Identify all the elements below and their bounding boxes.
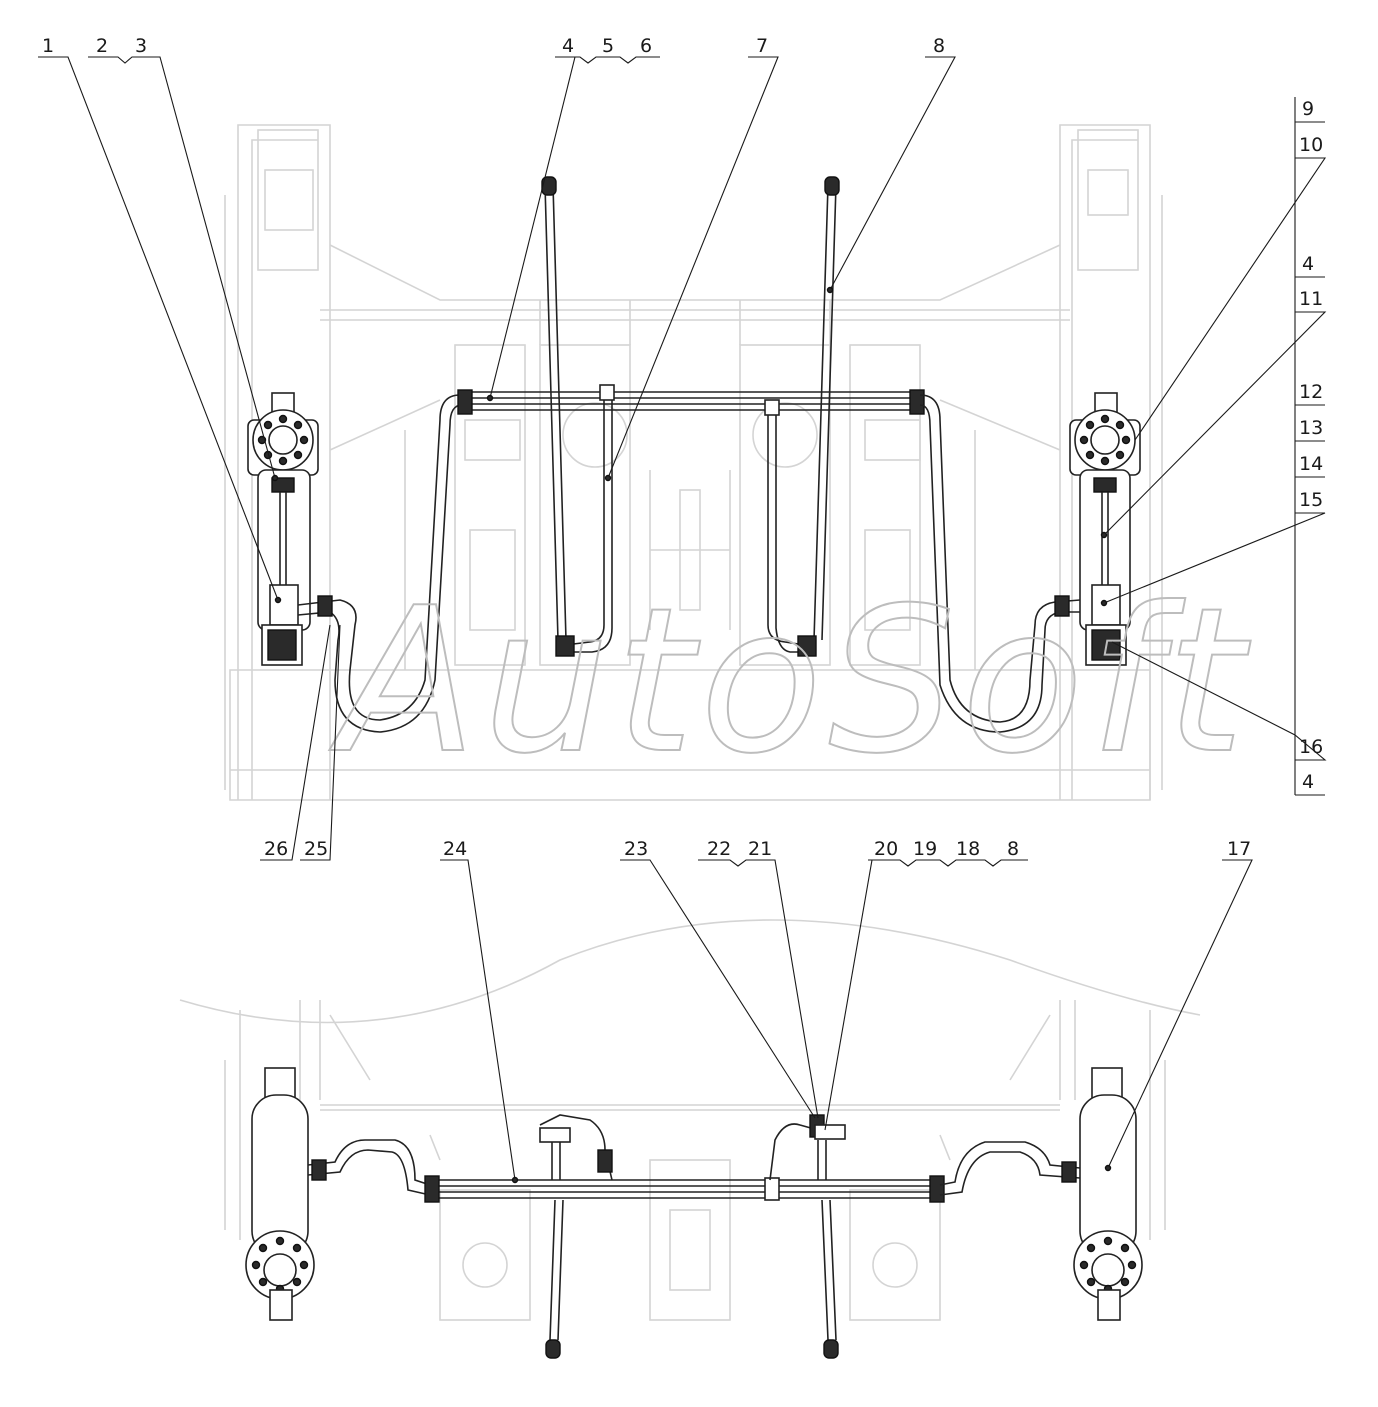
callout-21: 21 xyxy=(748,838,772,860)
reference-dots xyxy=(271,286,1112,1184)
callout-19: 19 xyxy=(913,838,937,860)
callout-7: 7 xyxy=(756,35,768,57)
callout-18: 18 xyxy=(956,838,980,860)
bottom-view-hydraulics xyxy=(245,1067,1143,1359)
callout-23: 23 xyxy=(624,838,648,860)
callout-4-right: 4 xyxy=(1302,253,1314,275)
callout-4-bottom-right: 4 xyxy=(1302,771,1314,793)
callout-15: 15 xyxy=(1299,489,1323,511)
top-view-hydraulics xyxy=(247,176,1141,733)
watermark-text: AutoSoft xyxy=(329,565,1251,798)
callout-1: 1 xyxy=(42,35,54,57)
callout-4: 4 xyxy=(562,35,574,57)
callout-16: 16 xyxy=(1299,736,1323,758)
callout-2: 2 xyxy=(96,35,108,57)
callout-25: 25 xyxy=(304,838,328,860)
top-view-frame xyxy=(224,124,1163,801)
callout-5: 5 xyxy=(602,35,614,57)
callout-20: 20 xyxy=(874,838,898,860)
bottom-view-frame xyxy=(179,919,1201,1321)
callout-9: 9 xyxy=(1302,98,1314,120)
callout-6: 6 xyxy=(640,35,652,57)
callout-22: 22 xyxy=(707,838,731,860)
callout-26: 26 xyxy=(264,838,288,860)
callout-8-bottom: 8 xyxy=(1007,838,1019,860)
callout-3: 3 xyxy=(135,35,147,57)
leader-lines xyxy=(38,56,1327,1181)
callout-12: 12 xyxy=(1299,381,1323,403)
callout-10: 10 xyxy=(1299,134,1323,156)
callout-14: 14 xyxy=(1299,453,1323,475)
callout-24: 24 xyxy=(443,838,467,860)
callout-13: 13 xyxy=(1299,417,1323,439)
callout-17: 17 xyxy=(1227,838,1251,860)
callout-8: 8 xyxy=(933,35,945,57)
callout-11: 11 xyxy=(1299,288,1323,310)
callout-labels: 1 2 3 4 5 6 7 8 9 10 4 11 12 13 14 15 16… xyxy=(42,35,1323,860)
